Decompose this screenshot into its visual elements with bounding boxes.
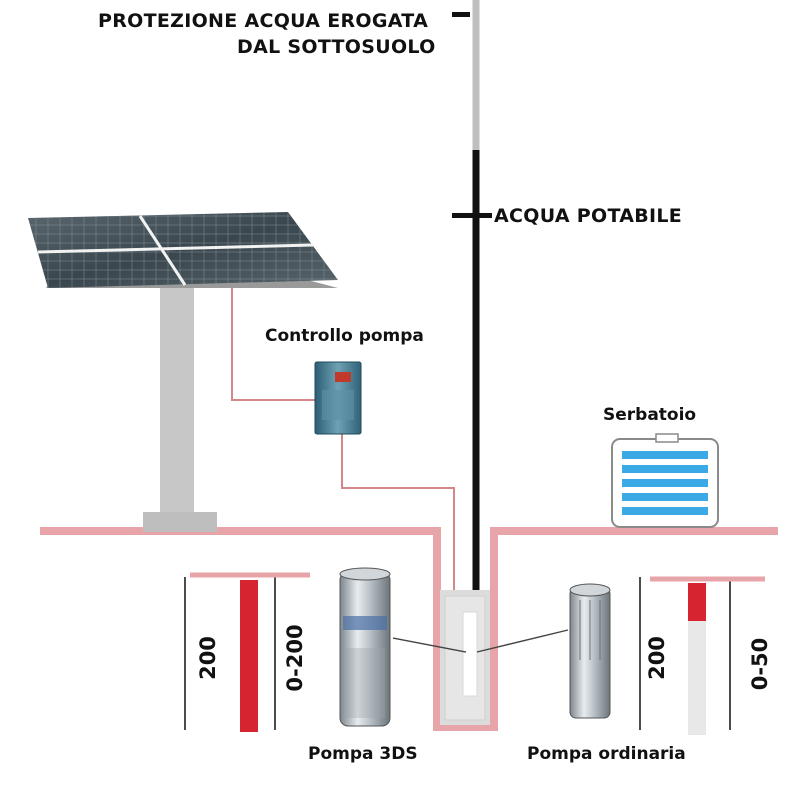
label-acqua-potabile: ACQUA POTABILE xyxy=(494,205,683,227)
gauge-left-depth: 200 xyxy=(196,636,220,680)
acqua-potabile-tick xyxy=(452,213,492,218)
tank xyxy=(611,433,719,528)
gauge-left-range: 0-200 xyxy=(283,624,307,692)
gauge-left xyxy=(184,572,310,732)
pump-3ds xyxy=(339,567,391,727)
ground-line xyxy=(40,527,778,731)
panel-base xyxy=(143,512,217,532)
gauge-left-fill xyxy=(240,580,258,732)
label-controllo-pompa: Controllo pompa xyxy=(265,326,424,346)
gauge-right-fill xyxy=(688,583,706,621)
gauge-right xyxy=(639,576,765,735)
panel-pole xyxy=(160,284,194,516)
gauge-right-range: 0-50 xyxy=(748,637,772,691)
submersible-pump xyxy=(462,611,478,697)
label-pompa-3ds: Pompa 3DS xyxy=(308,744,418,764)
pump-ordinary xyxy=(569,583,611,719)
gauge-right-depth: 200 xyxy=(645,636,669,680)
solar-panel xyxy=(28,212,338,532)
label-protezione-line1: PROTEZIONE ACQUA EROGATA xyxy=(98,10,429,32)
protection-pipe xyxy=(452,0,492,590)
well xyxy=(392,590,569,725)
label-pompa-ordinaria: Pompa ordinaria xyxy=(527,744,686,764)
pump-controller xyxy=(314,361,362,435)
cables xyxy=(231,288,455,590)
protezione-tick xyxy=(452,12,470,17)
label-protezione-line2: DAL SOTTOSUOLO xyxy=(237,36,436,58)
label-serbatoio: Serbatoio xyxy=(603,405,697,425)
